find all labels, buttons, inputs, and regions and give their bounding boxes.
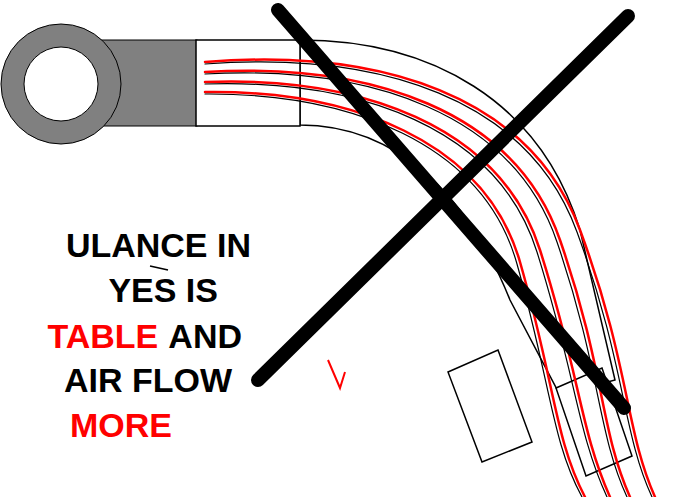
- note-text: YES IS: [108, 273, 218, 307]
- note-text: AND: [168, 319, 242, 353]
- terminal-hole: [24, 47, 98, 121]
- cross-mark: [258, 10, 628, 408]
- pen-mark: [150, 266, 168, 270]
- pen-mark: [328, 360, 345, 388]
- terminal-ring: [1, 24, 121, 144]
- note-text: MORE: [70, 408, 172, 442]
- insulation-piece: [448, 350, 532, 462]
- wires: [205, 60, 655, 497]
- note-text: ULANCE IN: [66, 228, 251, 262]
- note-text: AIR FLOW: [64, 363, 232, 397]
- note-text: TABLE: [48, 319, 159, 353]
